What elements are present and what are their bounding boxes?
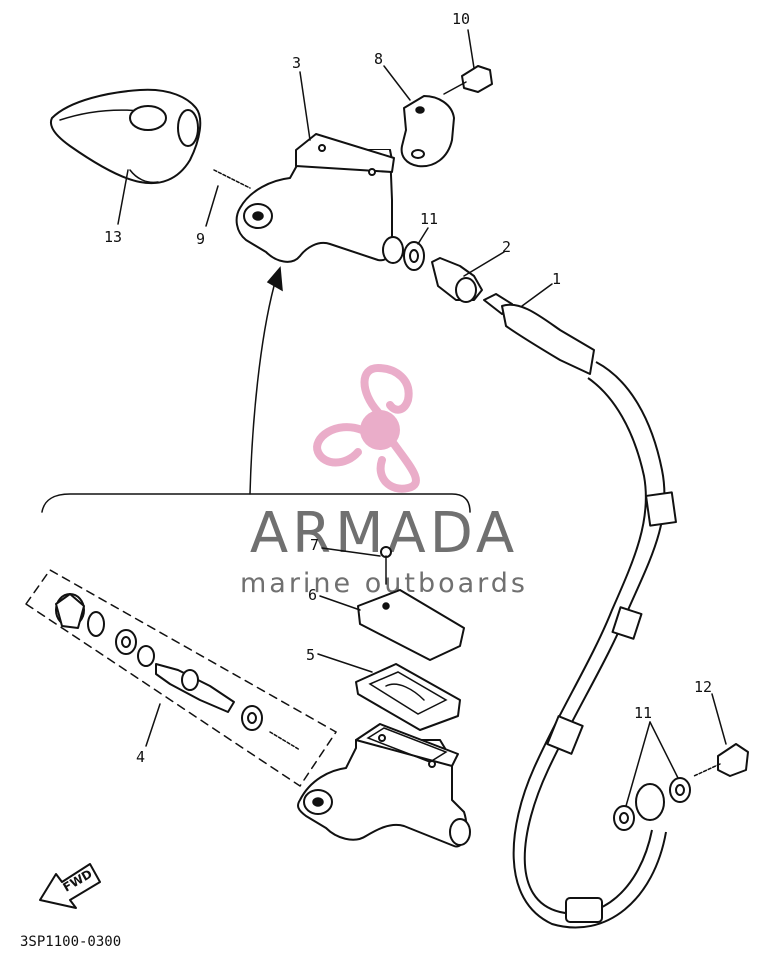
callout-3: 3 [292, 54, 301, 72]
propeller-blade-top [360, 363, 413, 416]
callout-2: 2 [502, 238, 511, 256]
part-3-master-cylinder [235, 133, 404, 264]
leader-lines [117, 29, 727, 807]
callout-12: 12 [694, 678, 712, 696]
assembly-arrow [249, 266, 283, 495]
part-11-washer-top [403, 241, 425, 271]
part-7-screw [380, 546, 392, 585]
callout-6: 6 [308, 586, 317, 604]
callout-11-top: 11 [420, 210, 438, 228]
part-6-cap [357, 589, 465, 661]
callout-9: 9 [196, 230, 205, 248]
propeller-blade-left [313, 423, 366, 467]
part-2-fitting [431, 257, 483, 303]
armada-propeller-logo [313, 363, 420, 493]
callout-10: 10 [452, 10, 470, 28]
callout-4: 4 [136, 748, 145, 766]
callouts: 1 2 3 4 5 6 7 8 9 10 11 11 12 13 [104, 10, 712, 766]
part-10-bolt [443, 65, 493, 95]
detail-bracket [41, 493, 471, 513]
part-8-clamp [400, 95, 455, 168]
callout-13: 13 [104, 228, 122, 246]
part-4-piston-kit [24, 569, 338, 788]
propeller-blade-right [376, 440, 420, 493]
master-cylinder-detail [297, 723, 471, 848]
part-1-brake-hose [483, 293, 677, 929]
callout-1: 1 [552, 270, 561, 288]
callout-11-bottom: 11 [634, 704, 652, 722]
part-11-washers-bottom [613, 777, 691, 831]
propeller-hub [360, 410, 400, 450]
callout-8: 8 [374, 50, 383, 68]
callout-7: 7 [310, 536, 319, 554]
callout-5: 5 [306, 646, 315, 664]
part-13-holder [50, 88, 202, 185]
part-9-pin [213, 169, 251, 189]
fwd-arrow-icon: FWD [39, 863, 101, 909]
part-12-union-bolt [693, 743, 749, 777]
part-5-diaphragm [355, 663, 461, 731]
watermark-tagline: marine outboards [240, 568, 528, 599]
diagram-code: 3SP1100-0300 [20, 934, 121, 950]
